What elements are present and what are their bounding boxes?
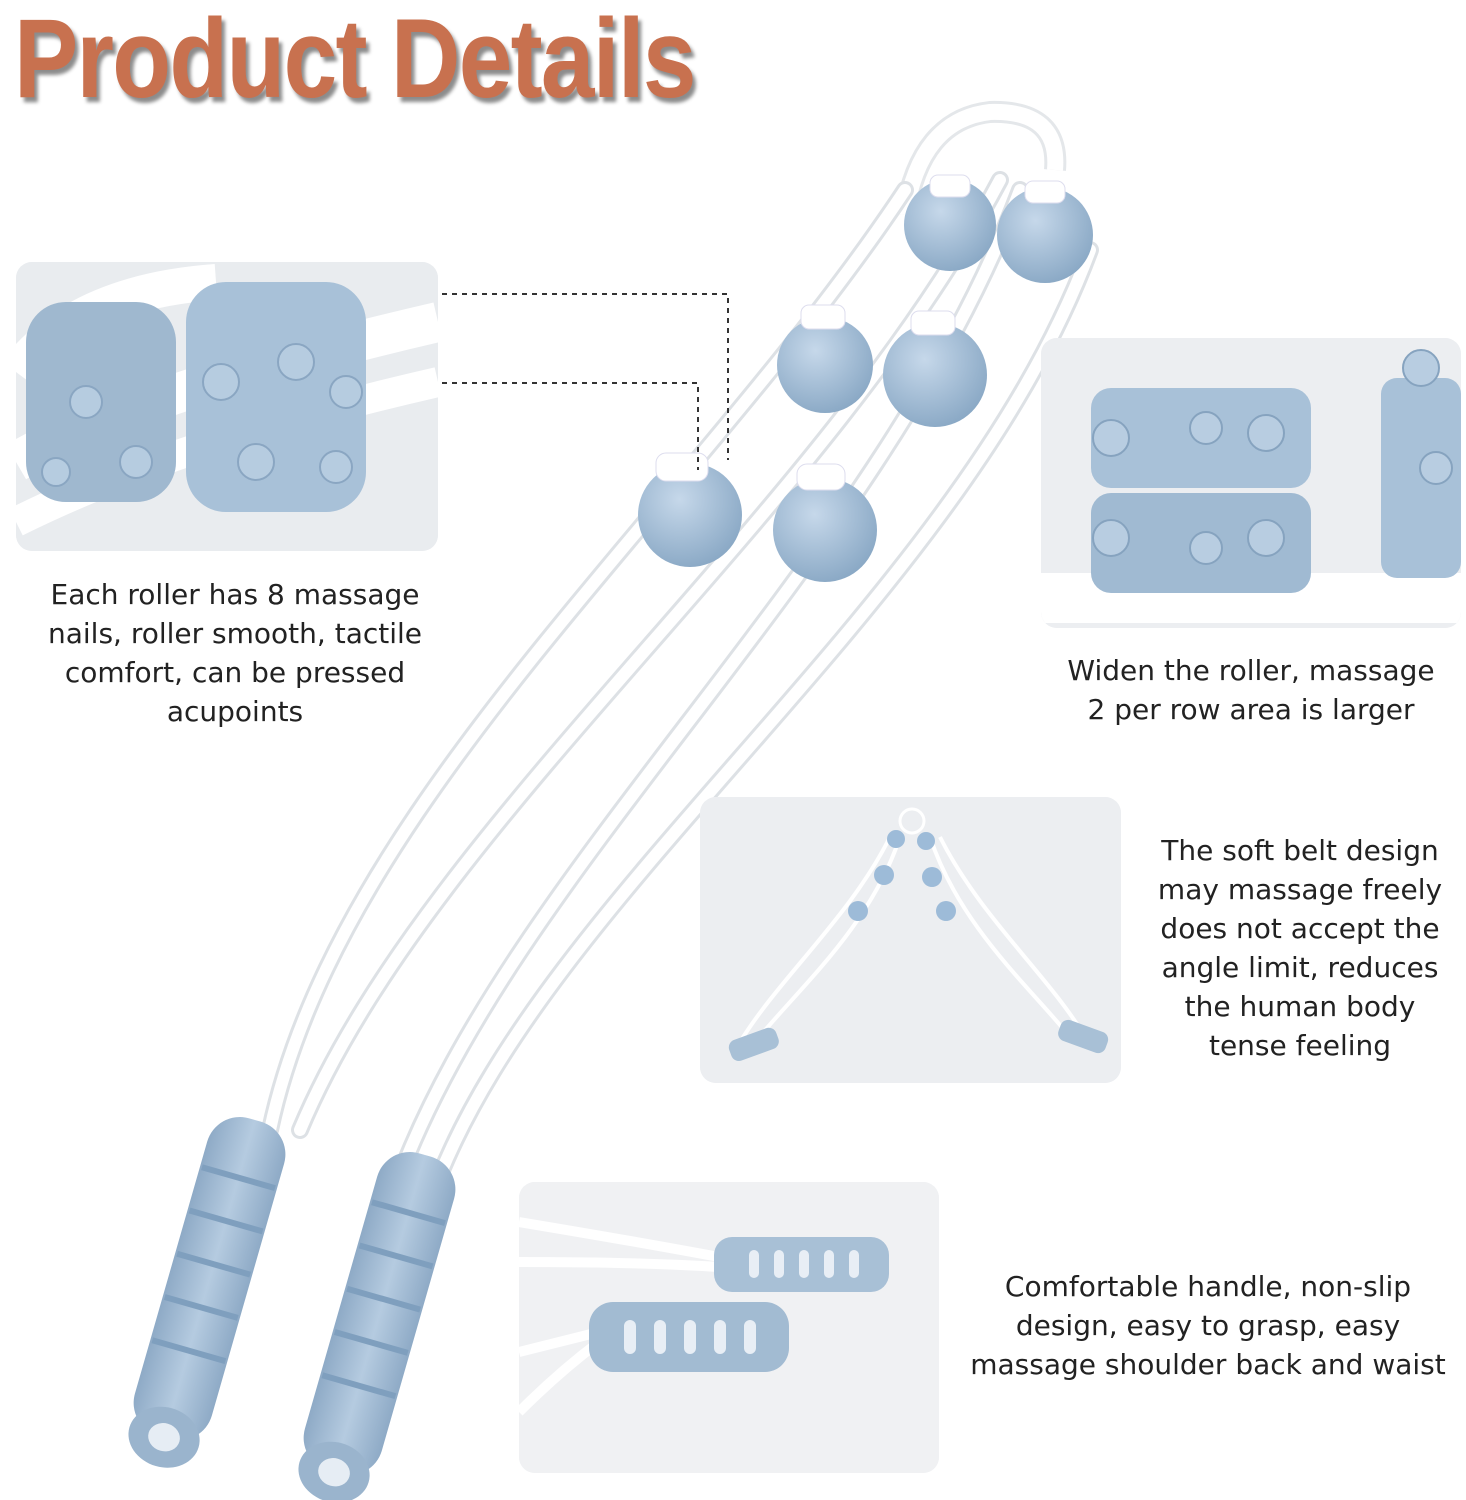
roller-nails-caption: Each roller has 8 massage nails, roller …	[47, 578, 423, 728]
roller-closeup-image	[16, 262, 438, 551]
page-title: Product Details	[14, 0, 696, 121]
handle-caption: Comfortable handle, non-slip design, eas…	[970, 1270, 1446, 1381]
soft-belt-image	[700, 797, 1121, 1083]
widened-roller-image	[1041, 338, 1461, 628]
soft-belt-caption: The soft belt design may massage freely …	[1157, 834, 1443, 1062]
handle-closeup-image	[519, 1182, 939, 1473]
widen-roller-caption: Widen the roller, massage 2 per row area…	[1067, 654, 1435, 726]
